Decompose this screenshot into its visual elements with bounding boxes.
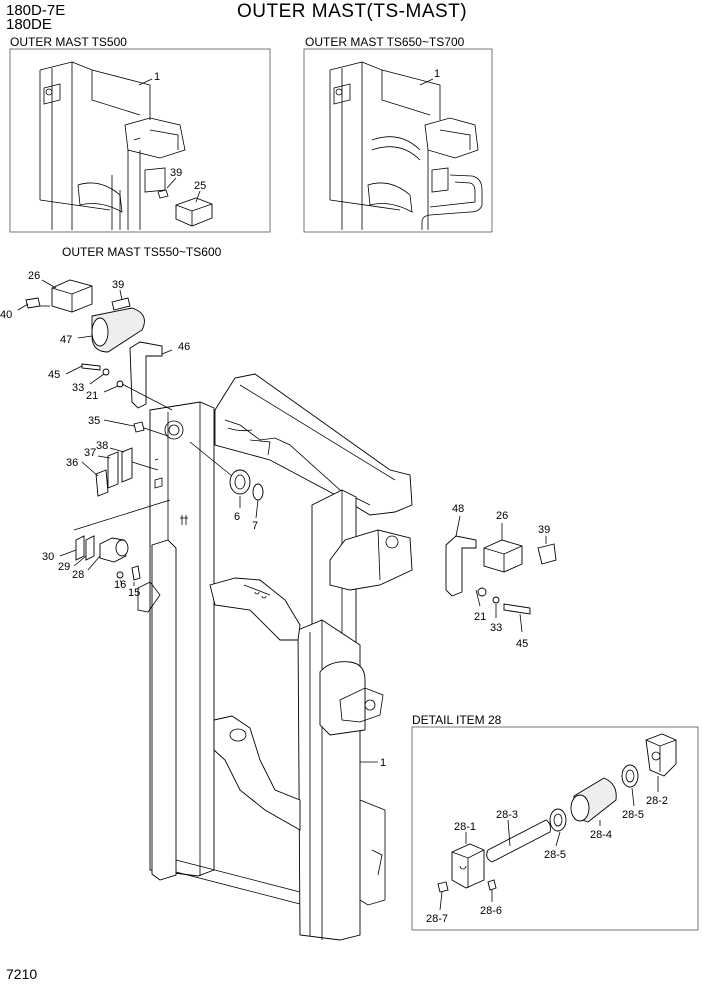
shim-29	[85, 535, 95, 561]
section-label-detail28: DETAIL ITEM 28	[412, 713, 502, 727]
nut-35	[133, 421, 145, 433]
callout-detail-28-5-lower: 28-5	[544, 849, 566, 861]
bracket-46	[129, 341, 163, 409]
callout-main-26: 26	[28, 270, 40, 282]
callout-ts500-25: 25	[194, 180, 206, 192]
detail28-panel	[411, 726, 699, 931]
bracket-48	[445, 535, 477, 597]
page-title: OUTER MAST(TS-MAST)	[237, 1, 468, 22]
callout-detail-28-4: 28-4	[590, 829, 612, 841]
page-number: 7210	[6, 966, 38, 982]
detail28-drawing	[437, 733, 677, 911]
ts650-panel	[303, 48, 493, 233]
callout-main-21b: 21	[474, 611, 486, 623]
sensor-bracket-26-left	[51, 279, 93, 313]
callout-main-33: 33	[72, 382, 84, 394]
switch-39-right	[537, 543, 557, 565]
washer-33-right	[492, 596, 500, 604]
callout-detail-28-5-upper: 28-5	[622, 809, 644, 821]
callout-main-45b: 45	[516, 638, 528, 650]
washer-21-right	[477, 587, 487, 597]
plate-37	[107, 451, 119, 489]
plate-38	[121, 447, 133, 483]
callout-main-45: 45	[48, 369, 60, 381]
bolt-15	[131, 565, 141, 581]
callout-main-6: 6	[234, 511, 240, 523]
callout-main-15: 15	[128, 587, 140, 599]
callout-main-46: 46	[178, 341, 190, 353]
section-label-ts650: OUTER MAST TS650~TS700	[305, 35, 465, 49]
snap-ring-7	[252, 483, 264, 501]
model-code-secondary: 180DE	[6, 16, 52, 33]
callout-detail-28-2: 28-2	[646, 795, 668, 807]
bearing-6	[229, 469, 251, 495]
washer-21-left	[116, 380, 124, 388]
callout-main-29: 29	[58, 561, 70, 573]
callout-main-47: 47	[60, 334, 72, 346]
roller-assy-28	[99, 537, 129, 563]
callout-main-38: 38	[96, 440, 108, 452]
bracket-36	[95, 469, 109, 497]
callout-ts500-1: 1	[154, 71, 160, 83]
model-code-primary: 180D-7E	[6, 2, 66, 19]
switch-39	[111, 297, 131, 311]
callout-main-28: 28	[72, 569, 84, 581]
callout-detail-28-1: 28-1	[454, 821, 476, 833]
callout-main-21: 21	[86, 390, 98, 402]
washer-33-left	[102, 368, 110, 376]
callout-main-35: 35	[88, 415, 100, 427]
bolt-40	[25, 297, 41, 309]
callout-main-36: 36	[66, 457, 78, 469]
leader-lines	[17, 279, 547, 763]
callout-main-39b: 39	[538, 524, 550, 536]
callout-main-7: 7	[252, 520, 258, 532]
callout-main-40: 40	[0, 309, 12, 321]
callout-ts500-39: 39	[170, 167, 182, 179]
outer-mast-assembly	[137, 373, 413, 941]
roller-47	[91, 307, 145, 353]
callout-detail-28-6: 28-6	[480, 905, 502, 917]
callout-main-37: 37	[84, 447, 96, 459]
callout-main-1: 1	[380, 757, 386, 769]
callout-main-26b: 26	[496, 510, 508, 522]
bolt-45-left	[81, 363, 101, 371]
section-label-ts500: OUTER MAST TS500	[10, 35, 127, 49]
callout-main-48: 48	[452, 503, 464, 515]
callout-detail-28-7: 28-7	[426, 913, 448, 925]
callout-main-30: 30	[42, 551, 54, 563]
ts500-mast-drawing	[39, 61, 213, 230]
bolt-45-right	[503, 603, 531, 615]
callout-detail-28-3: 28-3	[496, 809, 518, 821]
shim-30	[75, 535, 85, 561]
callout-main-39: 39	[112, 279, 124, 291]
callout-ts650-1: 1	[434, 68, 440, 80]
section-label-ts550: OUTER MAST TS550~TS600	[62, 245, 222, 259]
washer-16	[116, 571, 124, 579]
callout-main-16: 16	[114, 579, 126, 591]
ts500-panel	[9, 48, 271, 233]
callout-main-33b: 33	[490, 622, 502, 634]
ts650-mast-drawing	[329, 61, 483, 230]
sensor-bracket-26-right	[483, 539, 523, 573]
